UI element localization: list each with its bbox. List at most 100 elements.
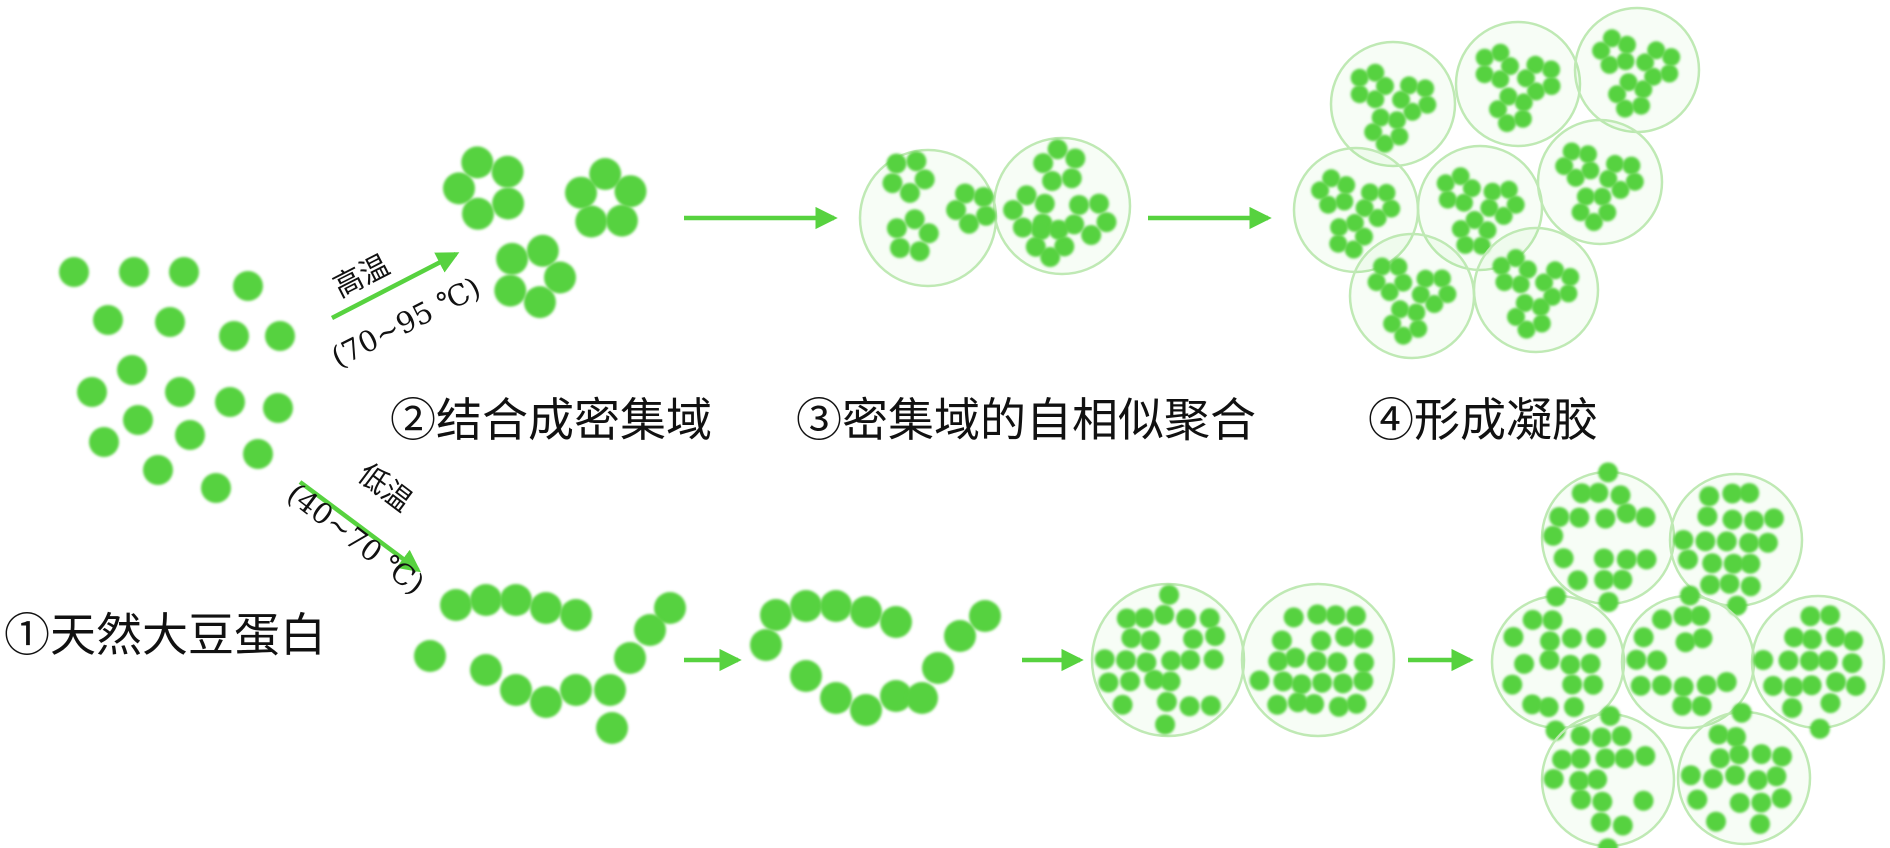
label-native: ①天然大豆蛋白 <box>4 608 326 662</box>
protein-particle <box>1140 630 1161 651</box>
protein-particle <box>1418 95 1437 114</box>
protein-particle <box>1033 153 1054 174</box>
protein-particle <box>946 200 967 220</box>
protein-particle <box>1478 221 1497 240</box>
protein-particle <box>1784 627 1805 648</box>
protein-particle <box>1012 217 1033 238</box>
protein-particle <box>1581 161 1600 180</box>
protein-particle <box>1697 506 1718 527</box>
protein-particle <box>1744 510 1764 531</box>
protein-particle <box>1562 674 1583 695</box>
protein-particle <box>1180 650 1201 670</box>
protein-particle <box>918 223 939 244</box>
protein-particle <box>1522 609 1543 630</box>
protein-particle <box>1307 604 1328 625</box>
protein-particle <box>1561 628 1582 649</box>
protein-particle <box>790 660 822 692</box>
protein-particle <box>1702 553 1723 574</box>
protein-particle <box>1377 183 1396 202</box>
protein-particle <box>1801 629 1822 650</box>
protein-particle <box>1543 769 1564 789</box>
protein-particle <box>1335 626 1356 647</box>
protein-particle <box>1116 608 1137 629</box>
protein-particle <box>1543 525 1564 546</box>
protein-particle <box>1325 605 1346 626</box>
protein-particle <box>1373 257 1391 276</box>
protein-particle <box>1586 628 1607 649</box>
protein-particle <box>1285 647 1306 668</box>
protein-particle <box>1176 608 1197 629</box>
protein-particle <box>1555 157 1574 176</box>
protein-particle <box>1593 187 1612 206</box>
protein-particle <box>1064 214 1085 235</box>
protein-particle <box>1394 326 1413 345</box>
protein-particle <box>1826 672 1847 692</box>
protein-particle <box>1614 748 1635 769</box>
protein-particle <box>1644 67 1663 86</box>
protein-particle <box>1619 73 1638 92</box>
label-gel: ④形成凝胶 <box>1368 393 1598 447</box>
protein-particle <box>1456 235 1475 254</box>
protein-particle <box>790 590 822 622</box>
protein-particle <box>1355 227 1373 246</box>
protein-particle <box>1610 485 1631 506</box>
protein-particle <box>1517 69 1535 88</box>
protein-particle <box>1065 148 1086 169</box>
protein-particle <box>1337 176 1356 195</box>
protein-particle <box>1494 206 1513 225</box>
protein-particle <box>1409 319 1428 338</box>
protein-particle <box>1098 672 1119 693</box>
protein-particle <box>1433 269 1451 288</box>
protein-particle <box>201 473 231 503</box>
dense-domain-clusters <box>443 146 647 319</box>
protein-particle <box>1047 139 1068 160</box>
protein-particle <box>219 321 249 351</box>
protein-particle <box>1535 273 1554 292</box>
protein-particle <box>1501 57 1519 76</box>
protein-particle <box>1455 193 1473 212</box>
protein-particle <box>1660 64 1679 83</box>
protein-particle <box>1179 696 1200 717</box>
protein-particle <box>1526 55 1545 74</box>
low-temp-gel-network <box>1490 462 1886 848</box>
protein-particle <box>654 592 686 624</box>
protein-particle <box>1416 269 1435 288</box>
protein-particle <box>1134 608 1155 628</box>
protein-particle <box>1646 650 1667 671</box>
protein-particle <box>614 642 646 674</box>
protein-particle <box>1371 108 1390 127</box>
protein-particle <box>1390 127 1409 146</box>
protein-particle <box>1532 314 1551 333</box>
protein-particle <box>1042 171 1063 191</box>
protein-particle <box>1763 508 1784 529</box>
protein-particle <box>1200 695 1221 716</box>
protein-particle <box>1495 273 1514 292</box>
protein-particle <box>89 427 119 457</box>
protein-particle <box>575 205 608 238</box>
protein-particle <box>1155 714 1176 735</box>
protein-particle <box>1739 532 1760 553</box>
protein-particle <box>1570 725 1591 746</box>
protein-particle <box>1632 96 1651 115</box>
protein-particle <box>1350 85 1369 104</box>
protein-particle <box>1273 671 1294 692</box>
protein-particle <box>1635 507 1656 528</box>
protein-particle <box>1366 90 1385 109</box>
protein-particle <box>1355 199 1374 217</box>
protein-particle <box>1383 314 1402 333</box>
protein-particle <box>1751 744 1772 765</box>
protein-particle <box>1740 553 1761 574</box>
protein-particle <box>1144 669 1165 690</box>
protein-particle <box>1747 770 1768 791</box>
protein-particle <box>1845 675 1866 696</box>
protein-particle <box>1491 70 1510 89</box>
protein-particle <box>1031 220 1051 240</box>
protein-particle <box>1160 671 1181 692</box>
protein-particle <box>1483 182 1502 201</box>
protein-particle <box>492 187 525 220</box>
protein-particle <box>750 629 782 661</box>
protein-particle <box>1116 650 1136 671</box>
protein-particle <box>1722 509 1743 530</box>
protein-particle <box>1708 724 1729 745</box>
